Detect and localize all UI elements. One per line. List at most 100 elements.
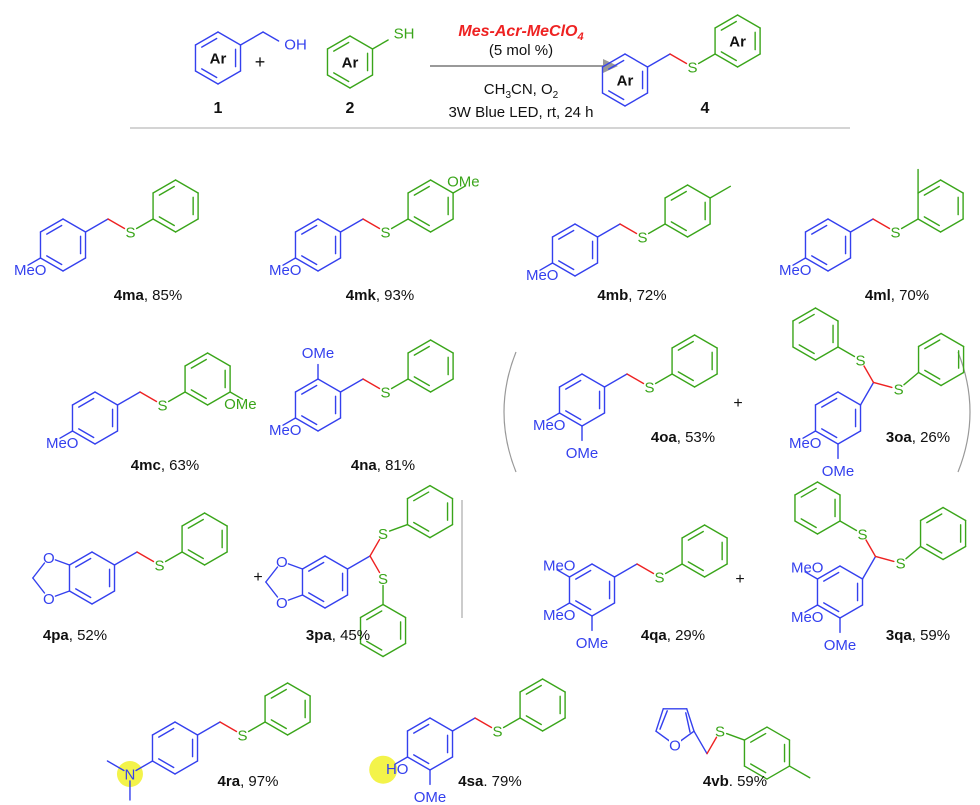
- substituent-bond: [539, 262, 554, 271]
- phenyl-ring-bond: [359, 642, 384, 658]
- sulfur-atom: S: [493, 723, 503, 740]
- s-aryl-bond: [900, 218, 919, 230]
- compound-id: 4oa: [651, 429, 678, 446]
- compound-label: 3oa, 26%: [886, 429, 950, 446]
- compound-id: 4sa: [458, 773, 484, 790]
- compound-yield: , 97%: [240, 773, 278, 790]
- furan-bond: [686, 708, 695, 732]
- sulfur-atom: S: [381, 224, 391, 241]
- bond: [262, 31, 280, 42]
- compound-label: 4ml, 70%: [865, 287, 929, 304]
- phenyl-ring-bond: [286, 682, 311, 697]
- phenyl-ring-double-bond: [677, 340, 694, 351]
- ring-label: Ar: [210, 50, 227, 67]
- tolyl-ring-double-bond: [670, 221, 687, 232]
- compound-id: 4ml: [865, 287, 891, 304]
- compound-label: 4pa, 52%: [43, 627, 107, 644]
- oxygen-atom: O: [43, 591, 55, 608]
- phenyl-ring-bond: [794, 520, 819, 535]
- substituent-bond: [804, 604, 819, 613]
- aryl-ring-double-bond: [413, 754, 430, 765]
- s-aryl-bond: [247, 721, 266, 733]
- tolyl-ring-bond: [766, 765, 791, 780]
- bond: [669, 53, 688, 65]
- sulfur-atom: S: [655, 569, 665, 586]
- aryl-ring-bond: [591, 563, 616, 578]
- sulfur-atom: S: [896, 556, 906, 573]
- ring-label: Ar: [617, 72, 634, 89]
- aryl-ring-b-bond: [407, 218, 432, 233]
- reactant2-ring-bond: [326, 35, 351, 50]
- benzylic-bond: [596, 223, 621, 238]
- aryl-ring-double-bond: [811, 224, 828, 235]
- methoxy-group: MeO: [269, 262, 302, 279]
- reaction-header: + 1 2 4 Mes-Acr-MeClO4 (5 mol %) CH3CN, …: [130, 23, 850, 129]
- phenyl-ring-bond: [671, 373, 696, 388]
- aryl-ring-double-bond: [811, 255, 828, 266]
- s-aryl-bond: [647, 223, 666, 235]
- benzylic-bond: [859, 381, 875, 406]
- phenyl-ring-bond: [407, 378, 432, 393]
- methoxy-group: OMe: [824, 637, 857, 654]
- aryl-ring-double-bond: [78, 397, 95, 408]
- benzylic-bond: [451, 717, 476, 732]
- aryl-ring-bond: [68, 551, 93, 566]
- aryl-ring-double-bond: [575, 600, 592, 611]
- aryl-ring-b-bond: [429, 218, 454, 233]
- methoxy-group: OMe: [566, 445, 599, 462]
- plus-sign: +: [735, 571, 744, 588]
- s-aryl-bond: [135, 218, 154, 230]
- aryl-ring-bond: [317, 257, 342, 272]
- aryl-ring-double-bond: [46, 224, 63, 235]
- compound-id: 3pa: [306, 627, 333, 644]
- benzylic-bond: [693, 730, 708, 755]
- ring-label: Ar: [342, 54, 359, 71]
- tolyl-ring-bond: [939, 179, 964, 194]
- reactant1-ring-double-bond: [201, 68, 218, 79]
- compound-label: 3pa, 45%: [306, 627, 370, 644]
- oxygen-atom: O: [669, 737, 681, 754]
- phenyl-ring-bond: [429, 339, 454, 354]
- phenyl-ring-bond: [359, 603, 384, 619]
- aryl-ring-double-bond: [301, 255, 318, 266]
- grouping-marks: + + +: [253, 351, 971, 618]
- phenyl-ring-bond: [917, 332, 942, 348]
- aryl-ring-bond: [558, 412, 583, 427]
- phenyl-ring-bond: [407, 339, 432, 354]
- c-s-bond: [865, 539, 877, 558]
- compound-label: 4mb, 72%: [597, 287, 666, 304]
- product-ring-a-double-bond: [608, 59, 625, 70]
- c-s-bond: [619, 223, 638, 235]
- phenyl-ring-double-bond: [798, 344, 815, 355]
- phenyl-ring-bond: [264, 682, 289, 697]
- compound-id: 4mc: [131, 457, 161, 474]
- phenyl-ring-bond: [174, 179, 199, 194]
- aryl-ring-bond: [429, 756, 454, 771]
- phenyl-ring-bond: [519, 678, 544, 693]
- c-s-bond: [874, 555, 895, 563]
- phenyl-ring-bond: [429, 378, 454, 393]
- compound-yield: . 79%: [483, 773, 521, 790]
- reactant1-ring-bond: [217, 70, 242, 85]
- phenyl-ring-bond: [703, 563, 728, 578]
- aryl-ring-b-bond: [184, 352, 209, 367]
- solvent-part: CH: [484, 81, 506, 98]
- s-aryl-bond: [725, 732, 746, 741]
- compound-id: 4qa: [641, 627, 668, 644]
- compound-id: 4mk: [346, 287, 377, 304]
- reactant2-ring-bond: [349, 74, 374, 89]
- phenyl-ring-bond: [406, 484, 431, 500]
- catalyst-loading: (5 mol %): [489, 42, 553, 59]
- phenyl-ring-bond: [406, 523, 431, 539]
- phenyl-ring-bond: [671, 334, 696, 349]
- sulfur-atom: S: [645, 379, 655, 396]
- compound-yield: , 29%: [667, 627, 705, 644]
- dioxole-bond: [265, 566, 279, 583]
- reactant1-ring-double-bond: [201, 37, 218, 48]
- phenyl-ring-double-bond: [800, 518, 817, 529]
- aryl-ring-bond: [62, 257, 87, 272]
- compound-id: 4pa: [43, 627, 70, 644]
